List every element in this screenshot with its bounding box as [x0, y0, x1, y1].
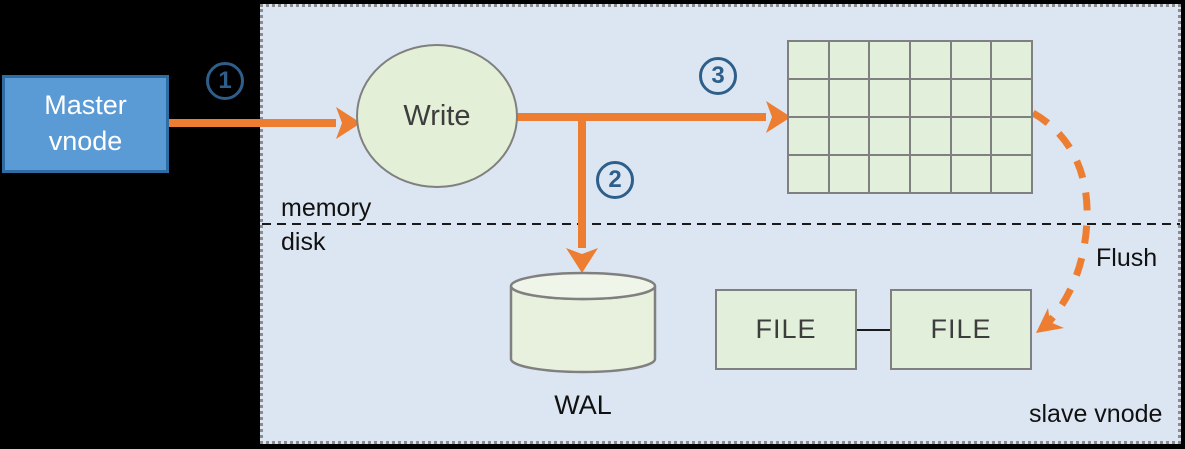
memtable-cell [911, 80, 950, 116]
memtable-cell [951, 156, 991, 192]
write-node-label: Write [403, 99, 471, 132]
memtable-cell [829, 42, 869, 78]
wal-label: WAL [554, 390, 612, 420]
memtable-cell [951, 80, 991, 116]
memtable-cell [789, 118, 828, 154]
step-badge-3-number: 3 [711, 62, 725, 89]
flush-label: Flush [1096, 244, 1158, 272]
memtable-cell [870, 42, 909, 78]
step-badge-2-number: 2 [608, 166, 622, 193]
file-box-1-label: FILE [755, 314, 817, 344]
write-node: Write [356, 44, 518, 188]
memtable-cell [870, 118, 909, 154]
disk-label: disk [281, 228, 326, 256]
memtable-cell [911, 156, 950, 192]
step-badge-1-number: 1 [218, 67, 232, 94]
memtable-cell [789, 156, 828, 192]
memtable-cell [992, 156, 1031, 192]
memtable-grid [787, 40, 1033, 194]
wal-cylinder-top [509, 271, 657, 301]
master-vnode-label-line1: Master [44, 90, 127, 121]
memtable-cell [789, 42, 828, 78]
memtable-cell [789, 80, 828, 116]
memtable-cell [911, 118, 950, 154]
master-vnode-box: Master vnode [2, 75, 169, 173]
memtable-cell [992, 42, 1031, 78]
memtable-cell [870, 156, 909, 192]
memtable-cell [951, 42, 991, 78]
memtable-cell [951, 118, 991, 154]
memtable-cell [992, 118, 1031, 154]
memtable-cell [911, 42, 950, 78]
file-box-2-label: FILE [930, 314, 992, 344]
file-box-2: FILE [890, 289, 1032, 370]
memory-label: memory [281, 194, 372, 222]
memtable-cell [829, 80, 869, 116]
wal-cylinder [509, 271, 657, 374]
master-vnode-label-line2: vnode [48, 126, 123, 156]
slave-vnode-label: slave vnode [1029, 400, 1163, 428]
memtable-cell [829, 118, 869, 154]
memtable-cell [992, 80, 1031, 116]
step-badge-3: 3 [699, 57, 737, 95]
step-badge-2: 2 [596, 161, 634, 199]
memtable-cell [870, 80, 909, 116]
step-badge-1: 1 [206, 62, 244, 100]
memtable-cell [829, 156, 869, 192]
file-box-1: FILE [715, 289, 857, 370]
